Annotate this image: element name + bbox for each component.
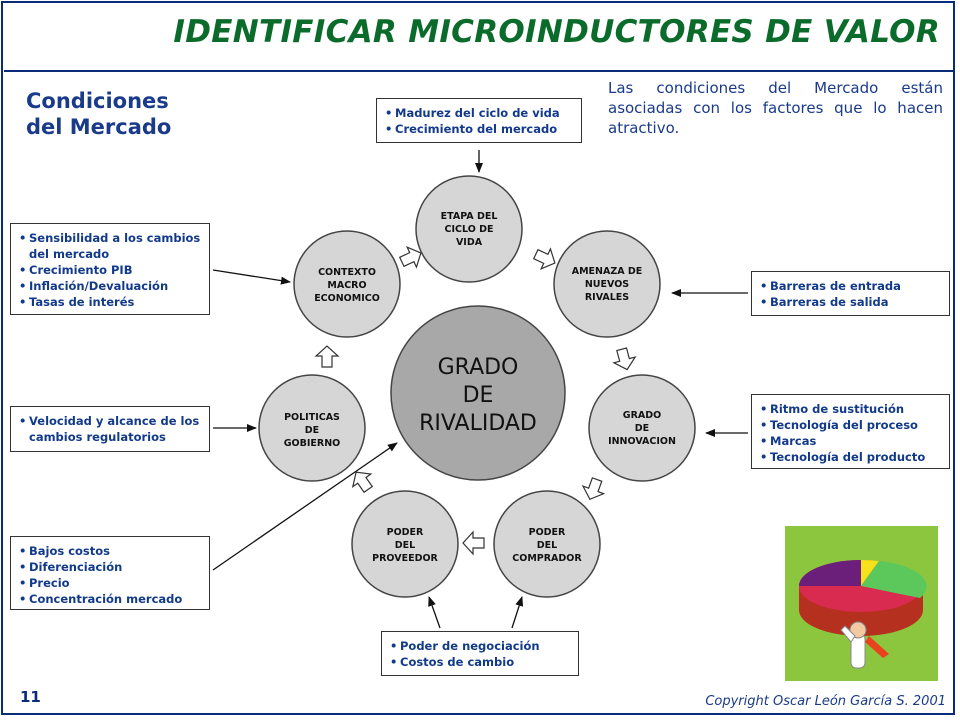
cycle-arrow-2 [532, 247, 556, 270]
box-costos-item: Bajos costos [19, 543, 201, 559]
cycle-arrow-3 [612, 347, 637, 371]
box-costos-item: Diferenciación [19, 559, 201, 575]
box-ciclo-item: Madurez del ciclo de vida [385, 105, 573, 121]
node-amenaza-label-2: NUEVOS [585, 279, 629, 290]
center-circle [390, 305, 566, 481]
node-ciclo-label-1: ETAPA DEL [441, 211, 498, 222]
node-innovacion [588, 374, 696, 482]
node-ciclo-label-3: VIDA [456, 237, 483, 248]
node-contexto-label-1: CONTEXTO [318, 267, 376, 278]
box-politicas: Velocidad y alcance de los cambios regul… [10, 406, 210, 452]
box-amenaza-item: Barreras de salida [760, 294, 941, 310]
node-comprador [493, 490, 601, 598]
node-contexto-label-2: MACRO [327, 280, 366, 291]
box-amenaza-item: Barreras de entrada [760, 278, 941, 294]
node-innovacion-label-3: INNOVACION [608, 436, 676, 447]
connector-poder-left [428, 596, 441, 629]
section-title: Condiciones del Mercado [26, 88, 186, 140]
box-innovacion: Ritmo de sustitución Tecnología del proc… [751, 394, 950, 469]
slide-title: IDENTIFICAR MICROINDUCTORES DE VALOR [173, 14, 940, 50]
box-innovacion-item: Marcas [760, 433, 941, 449]
node-contexto-label-3: ECONOMICO [314, 293, 380, 304]
node-amenaza [553, 230, 661, 338]
node-comprador-label-2: DEL [537, 540, 557, 551]
box-contexto-item: Tasas de interés [19, 294, 201, 310]
box-costos-item: Precio [19, 575, 201, 591]
box-innovacion-item: Tecnología del proceso [760, 417, 941, 433]
section-title-line-2: del Mercado [26, 115, 172, 139]
box-politicas-item: Velocidad y alcance de los cambios regul… [19, 413, 201, 445]
connector-poder-right [511, 596, 524, 629]
box-innovacion-item: Ritmo de sustitución [760, 401, 941, 417]
node-politicas-label-3: GOBIERNO [284, 438, 340, 449]
box-poder-item: Poder de negociación [390, 638, 570, 654]
box-costos-item: Concentración mercado [19, 591, 201, 607]
box-contexto-item: Inflación/Devaluación [19, 278, 201, 294]
node-ciclo-label-2: CICLO DE [445, 224, 494, 235]
cycle-arrow-7 [314, 345, 340, 368]
box-poder-item: Costos de cambio [390, 654, 570, 670]
cycle-arrow-4 [581, 477, 606, 501]
node-comprador-label-1: PODER [529, 527, 566, 538]
node-politicas-label-2: DE [305, 425, 319, 436]
title-divider [4, 70, 954, 72]
box-contexto-item: Sensibilidad a los cambios del mercado [19, 230, 201, 262]
box-contexto-item: Crecimiento PIB [19, 262, 201, 278]
intro-text: Las condiciones del Mercado están asocia… [608, 79, 943, 137]
node-politicas [258, 374, 366, 482]
connector-costos [212, 442, 398, 571]
box-ciclo-item: Crecimiento del mercado [385, 121, 573, 137]
box-contexto: Sensibilidad a los cambios del mercado C… [10, 223, 210, 315]
node-innovacion-label-2: DE [635, 423, 649, 434]
cycle-arrow-6 [351, 471, 374, 494]
pie-chart-person-illustration [785, 526, 938, 681]
node-comprador-label-3: COMPRADOR [512, 553, 582, 564]
box-innovacion-item: Tecnología del producto [760, 449, 941, 465]
node-proveedor-label-1: PODER [387, 527, 424, 538]
cycle-arrow-5 [462, 530, 485, 556]
page-number: 11 [20, 688, 41, 706]
node-contexto [293, 230, 401, 338]
node-politicas-label-1: POLITICAS [284, 412, 340, 423]
center-label-2: DE [463, 383, 494, 408]
cycle-arrow-1 [398, 246, 422, 269]
node-innovacion-label-1: GRADO [623, 410, 661, 421]
section-title-line-1: Condiciones [26, 89, 169, 113]
center-label-3: RIVALIDAD [419, 411, 537, 436]
box-poder: Poder de negociación Costos de cambio [381, 631, 579, 676]
connector-contexto [212, 269, 291, 285]
node-proveedor-label-3: PROVEEDOR [372, 553, 438, 564]
node-proveedor-label-2: DEL [395, 540, 415, 551]
center-label-1: GRADO [438, 355, 519, 380]
node-amenaza-label-1: AMENAZA DE [572, 266, 643, 277]
node-ciclo [415, 175, 523, 283]
box-ciclo: Madurez del ciclo de vida Crecimiento de… [376, 98, 582, 143]
copyright-text: Copyright Oscar León García S. 2001 [705, 694, 946, 709]
node-amenaza-label-3: RIVALES [585, 292, 629, 303]
box-amenaza: Barreras de entrada Barreras de salida [751, 271, 950, 316]
node-proveedor [351, 490, 459, 598]
box-costos: Bajos costos Diferenciación Precio Conce… [10, 536, 210, 610]
